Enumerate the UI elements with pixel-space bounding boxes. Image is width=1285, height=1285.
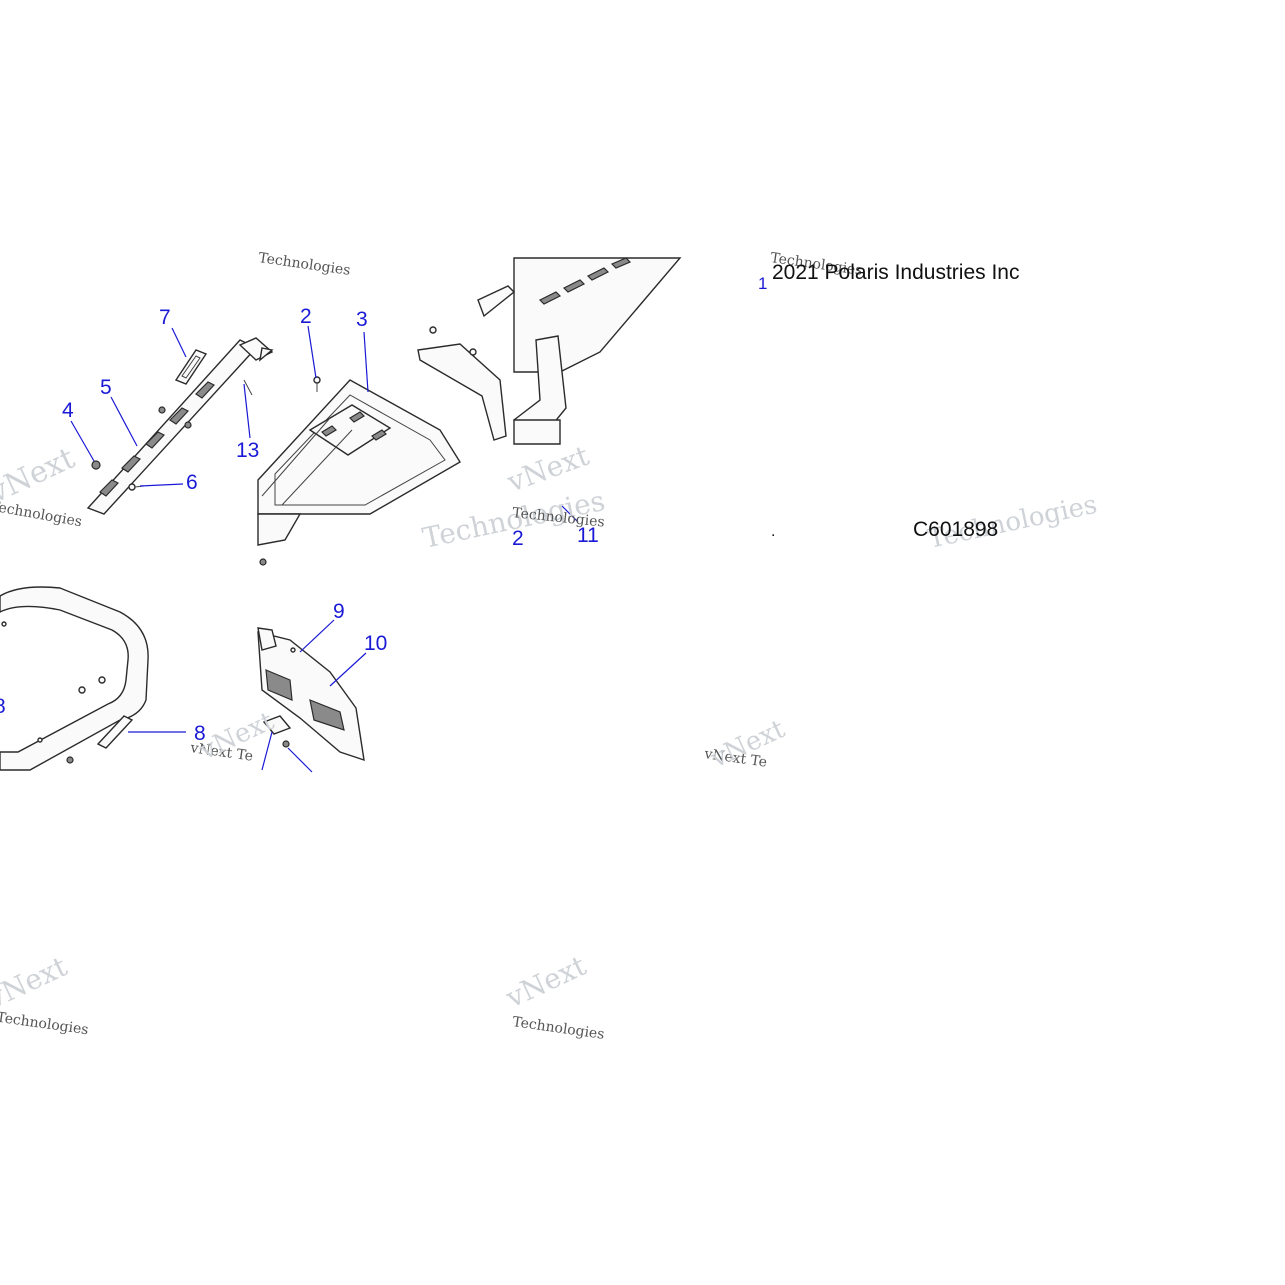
callout-11: 11 — [577, 524, 599, 547]
bolt-part — [128, 483, 145, 491]
callout-3: 3 — [356, 308, 368, 331]
callout-6: 6 — [186, 471, 198, 494]
svg-text:Technologies: Technologies — [0, 1010, 89, 1039]
callout-4: 4 — [62, 399, 74, 422]
mount-plate — [308, 404, 392, 456]
callout-9: 9 — [333, 600, 345, 623]
mud-guard — [257, 631, 365, 762]
tile-top-left — [86, 337, 274, 515]
callouts: 7 5 4 6 2 3 13 8 9 10 11 2 1 8 — [0, 274, 767, 745]
callout-12-partial: 2 — [512, 527, 524, 550]
svg-text:vNext: vNext — [0, 949, 73, 1015]
callout-18-partial: 8 — [0, 695, 6, 718]
mount-bracket — [417, 343, 507, 441]
corner-plate — [96, 715, 134, 749]
callout-17-partial: 1 — [758, 274, 767, 293]
callout-13: 13 — [236, 439, 259, 462]
drawing-info: 2021 Polaris Industries Inc C601898 . — [771, 261, 1019, 541]
copyright-text: 2021 Polaris Industries Inc — [772, 261, 1019, 284]
bumper-frame — [0, 586, 149, 771]
dot-mark: . — [771, 523, 775, 540]
watermark-brand: vNext — [0, 441, 80, 511]
guard-bracket — [257, 627, 277, 651]
leader-lines — [70, 325, 579, 773]
drawing-number: C601898 — [913, 518, 998, 541]
callout-8: 8 — [194, 722, 206, 745]
callout-5: 5 — [100, 376, 112, 399]
svg-text:Technologies: Technologies — [257, 250, 351, 279]
svg-text:vNext: vNext — [500, 949, 592, 1015]
square-plate — [262, 715, 292, 735]
tile-top-right — [417, 257, 682, 445]
callout-10: 10 — [364, 632, 387, 655]
tile-bottom-left — [0, 586, 149, 771]
callout-7: 7 — [159, 306, 171, 329]
nut-part — [91, 460, 101, 470]
callout-2: 2 — [300, 305, 312, 328]
svg-text:Technologies: Technologies — [511, 1014, 605, 1043]
tile-bottom-middle — [257, 627, 365, 762]
rail-slots — [99, 381, 215, 497]
tile-top-middle — [257, 347, 461, 566]
panel-slots — [538, 257, 632, 305]
watermark-word: Technologies — [0, 498, 83, 530]
handle-plate — [174, 349, 208, 385]
plate-part — [477, 285, 516, 318]
